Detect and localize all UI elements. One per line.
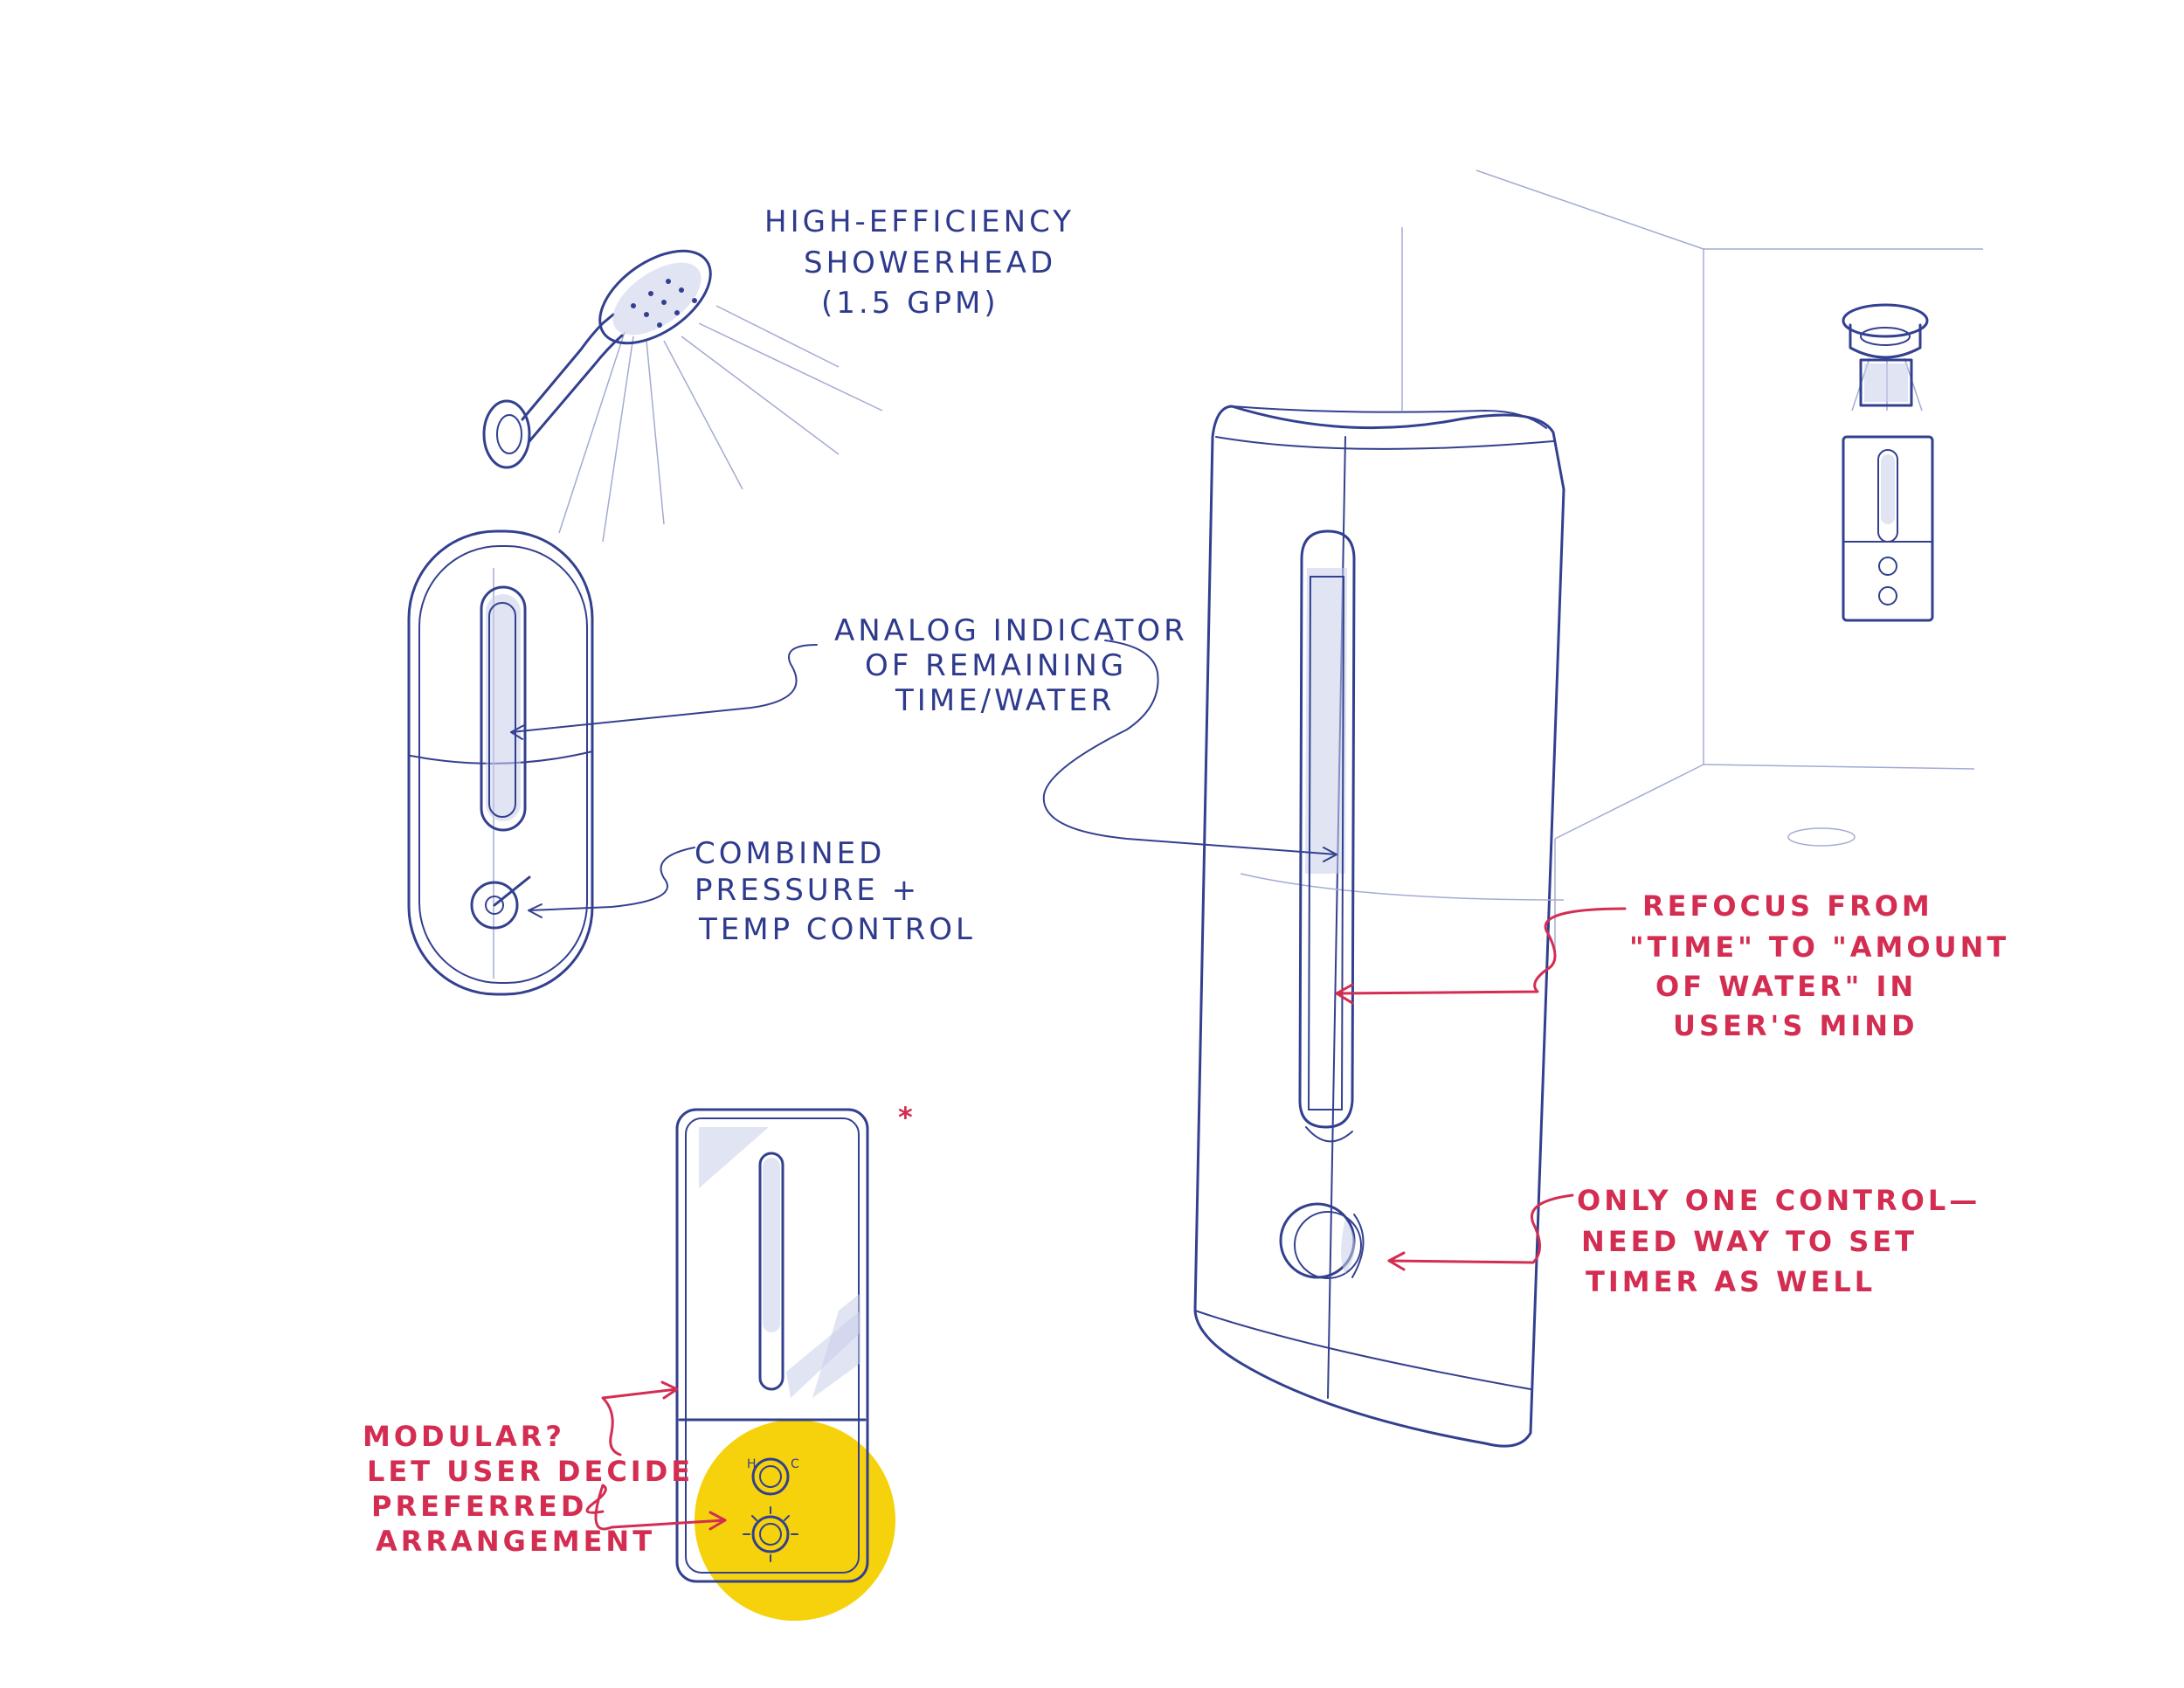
indicator-label: ANALOG INDICATOR OF REMAINING TIME/WATER — [834, 613, 1188, 718]
label-modular-line3: PREFERRED — [371, 1490, 587, 1523]
red-leader-lines — [585, 907, 1627, 1531]
showerhead-drawing — [482, 249, 712, 469]
refocus-label: REFOCUS FROM "TIME" TO "AMOUNT OF WATER"… — [1629, 889, 2009, 1042]
dial-label-h: H — [747, 1457, 757, 1471]
modular-panel-group: H C — [675, 1108, 895, 1621]
yellow-highlight — [695, 1420, 895, 1621]
label-refocus-line3: OF WATER" IN — [1655, 970, 1917, 1003]
label-control-line1: COMBINED — [695, 836, 885, 871]
label-showerhead-line2: SHOWERHEAD — [804, 246, 1056, 280]
left-control-panel — [407, 529, 594, 996]
label-indicator-line1: ANALOG INDICATOR — [834, 613, 1188, 648]
control-label: COMBINED PRESSURE + TEMP CONTROL — [695, 836, 976, 947]
label-modular-line4: ARRANGEMENT — [376, 1525, 655, 1558]
room-perspective-lines — [1401, 169, 1983, 961]
modular-label: MODULAR? LET USER DECIDE PREFERRED ARRAN… — [363, 1420, 694, 1558]
label-modular-line1: MODULAR? — [363, 1420, 565, 1453]
one-control-label: ONLY ONE CONTROL— NEED WAY TO SET TIMER … — [1577, 1184, 1980, 1298]
label-indicator-line2: OF REMAINING — [865, 648, 1127, 683]
label-control-line3: TEMP CONTROL — [698, 912, 976, 947]
blue-leader-lines — [510, 640, 1337, 918]
dial-label-c: C — [791, 1457, 799, 1471]
label-one-control-line1: ONLY ONE CONTROL— — [1577, 1184, 1980, 1217]
label-control-line2: PRESSURE + — [695, 873, 920, 908]
label-showerhead-line3: (1.5 GPM) — [821, 286, 999, 321]
wall-unit-thumbnail — [1842, 303, 1934, 622]
label-one-control-line2: NEED WAY TO SET — [1581, 1225, 1918, 1258]
label-refocus-line4: USER'S MIND — [1673, 1009, 1918, 1042]
label-showerhead-line1: HIGH-EFFICIENCY — [764, 204, 1075, 239]
label-indicator-line3: TIME/WATER — [895, 683, 1115, 718]
shower-spray-lines — [558, 305, 883, 543]
label-one-control-line3: TIMER AS WELL — [1586, 1265, 1876, 1298]
showerhead-label: HIGH-EFFICIENCY SHOWERHEAD (1.5 GPM) — [764, 204, 1075, 321]
main-control-panel — [1193, 405, 1565, 1448]
star-mark: * — [898, 1101, 913, 1134]
label-refocus-line1: REFOCUS FROM — [1642, 889, 1933, 923]
label-refocus-line2: "TIME" TO "AMOUNT — [1629, 930, 2009, 964]
label-modular-line2: LET USER DECIDE — [367, 1455, 694, 1488]
